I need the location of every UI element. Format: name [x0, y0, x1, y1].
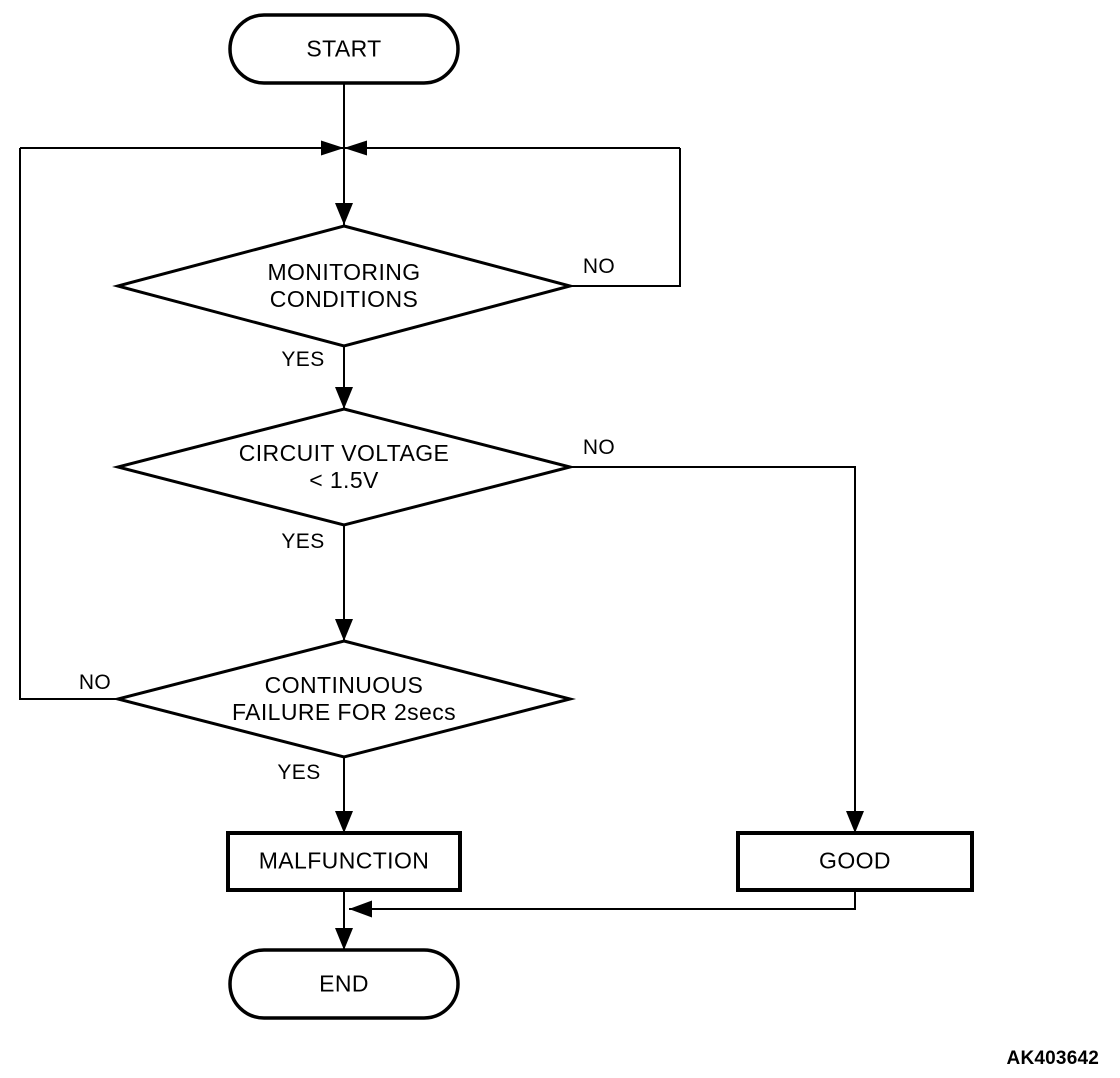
edge-good-merge-line	[349, 890, 856, 910]
node-monitoring-label: MONITORING CONDITIONS	[267, 259, 421, 312]
node-good-label: GOOD	[819, 847, 891, 874]
edge-failure-no-line	[19, 148, 118, 700]
arrowhead-into-monitoring	[335, 203, 353, 225]
edge-monitoring-no-line	[568, 148, 681, 287]
edge-monitoring-yes-label: YES	[281, 348, 325, 371]
node-good-shape	[736, 831, 974, 892]
arrowhead-into-malfunction	[335, 811, 353, 833]
node-end-shape	[228, 948, 460, 1020]
node-voltage-label: CIRCUIT VOLTAGE < 1.5V	[238, 440, 450, 493]
node-start-label: START	[306, 35, 382, 62]
figure-code: AK403642	[1006, 1048, 1099, 1069]
node-end-label: END	[319, 970, 369, 997]
edge-voltage-no-line	[568, 466, 856, 833]
node-start-shape	[228, 13, 460, 85]
arrowhead-into-good	[846, 811, 864, 833]
node-failure-label: CONTINUOUS FAILURE FOR 2secs	[231, 672, 457, 725]
edge-failure-no-label: NO	[78, 671, 112, 694]
edge-voltage-no-label: NO	[582, 436, 616, 459]
node-failure-shape	[111, 639, 577, 759]
arrowhead-into-end	[335, 928, 353, 950]
arrowhead-into-failure	[335, 619, 353, 641]
junction-arrowhead-right	[344, 140, 367, 156]
node-malfunction-label: MALFUNCTION	[258, 847, 430, 874]
node-voltage-shape	[111, 407, 577, 527]
node-malfunction-shape	[226, 831, 462, 892]
node-monitoring-shape	[112, 224, 576, 348]
edge-failure-yes-label: YES	[277, 761, 321, 784]
edge-voltage-yes-label: YES	[281, 530, 325, 553]
edge-monitoring-no-label: NO	[582, 255, 616, 278]
arrowhead-merge-left	[349, 900, 372, 918]
arrowhead-into-voltage	[335, 387, 353, 409]
junction-arrowhead-left	[321, 140, 344, 156]
